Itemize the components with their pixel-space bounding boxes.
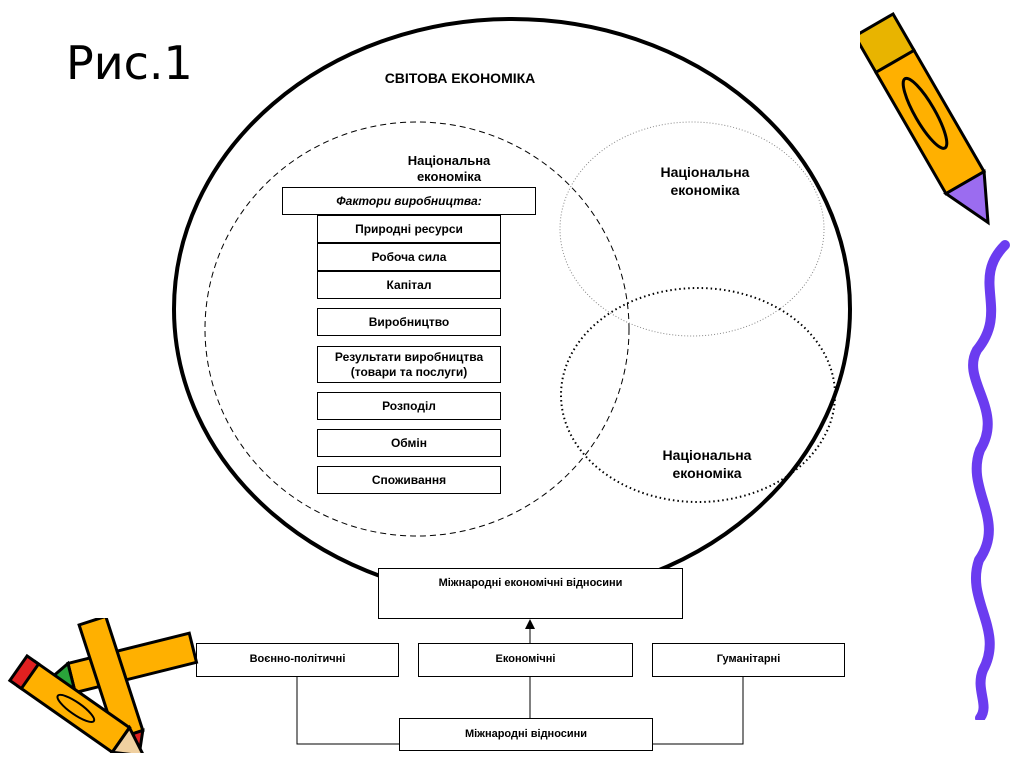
factor-box: Робоча сила [317, 243, 501, 271]
connector-right [653, 676, 744, 745]
stage-box: Виробництво [317, 308, 501, 336]
stage-box: Результати виробництва (товари та послуг… [317, 346, 501, 383]
stage-box: Обмін [317, 429, 501, 457]
pencils-icon [7, 618, 199, 753]
category-label: Економічні [495, 653, 556, 665]
national-economy-label-3: Національна економіка [662, 447, 752, 481]
factor-label: Капітал [386, 277, 432, 292]
world-economy-ellipse [172, 17, 852, 601]
national-economy-label-1: Національна економіка [407, 153, 491, 184]
factor-box: Природні ресурси [317, 215, 501, 243]
squiggle-icon [968, 240, 1010, 720]
stage-label: Виробництво [368, 314, 450, 329]
stage-box: Розподіл [317, 392, 501, 420]
factors-header-label: Фактори виробництва: [336, 193, 482, 208]
stage-label: Розподіл [382, 398, 436, 413]
category-box: Гуманітарні [652, 643, 845, 677]
national-economy-label-2: Національна економіка [660, 164, 750, 198]
stage-box: Споживання [317, 466, 501, 494]
connector-left [296, 676, 399, 745]
factor-label: Робоча сила [371, 249, 447, 264]
arrow-head [525, 619, 535, 629]
slide-title: Рис.1 [66, 36, 193, 90]
category-label: Воєнно-політичні [249, 653, 346, 665]
factors-header-box: Фактори виробництва: [282, 187, 536, 215]
national-economy-ellipse-dashed [204, 121, 630, 537]
intl-economic-relations-label: Міжнародні економічні відносини [438, 577, 623, 589]
factor-box: Капітал [317, 271, 501, 299]
pencil-icon [860, 11, 990, 226]
intl-relations-box: Міжнародні відносини [399, 718, 653, 751]
national-economy-ellipse-light [559, 121, 825, 337]
category-box: Економічні [418, 643, 633, 677]
intl-relations-label: Міжнародні відносини [464, 728, 588, 740]
stage-label: Обмін [390, 435, 428, 450]
intl-economic-relations-box: Міжнародні економічні відносини [378, 568, 683, 619]
category-box: Воєнно-політичні [196, 643, 399, 677]
stage-label: Результати виробництва (товари та послуг… [334, 349, 484, 379]
world-economy-label: СВІТОВА ЕКОНОМІКА [384, 70, 536, 86]
category-label: Гуманітарні [716, 653, 781, 665]
national-economy-ellipse-dotted [560, 287, 836, 503]
factor-label: Природні ресурси [355, 221, 463, 236]
stage-label: Споживання [371, 472, 447, 487]
